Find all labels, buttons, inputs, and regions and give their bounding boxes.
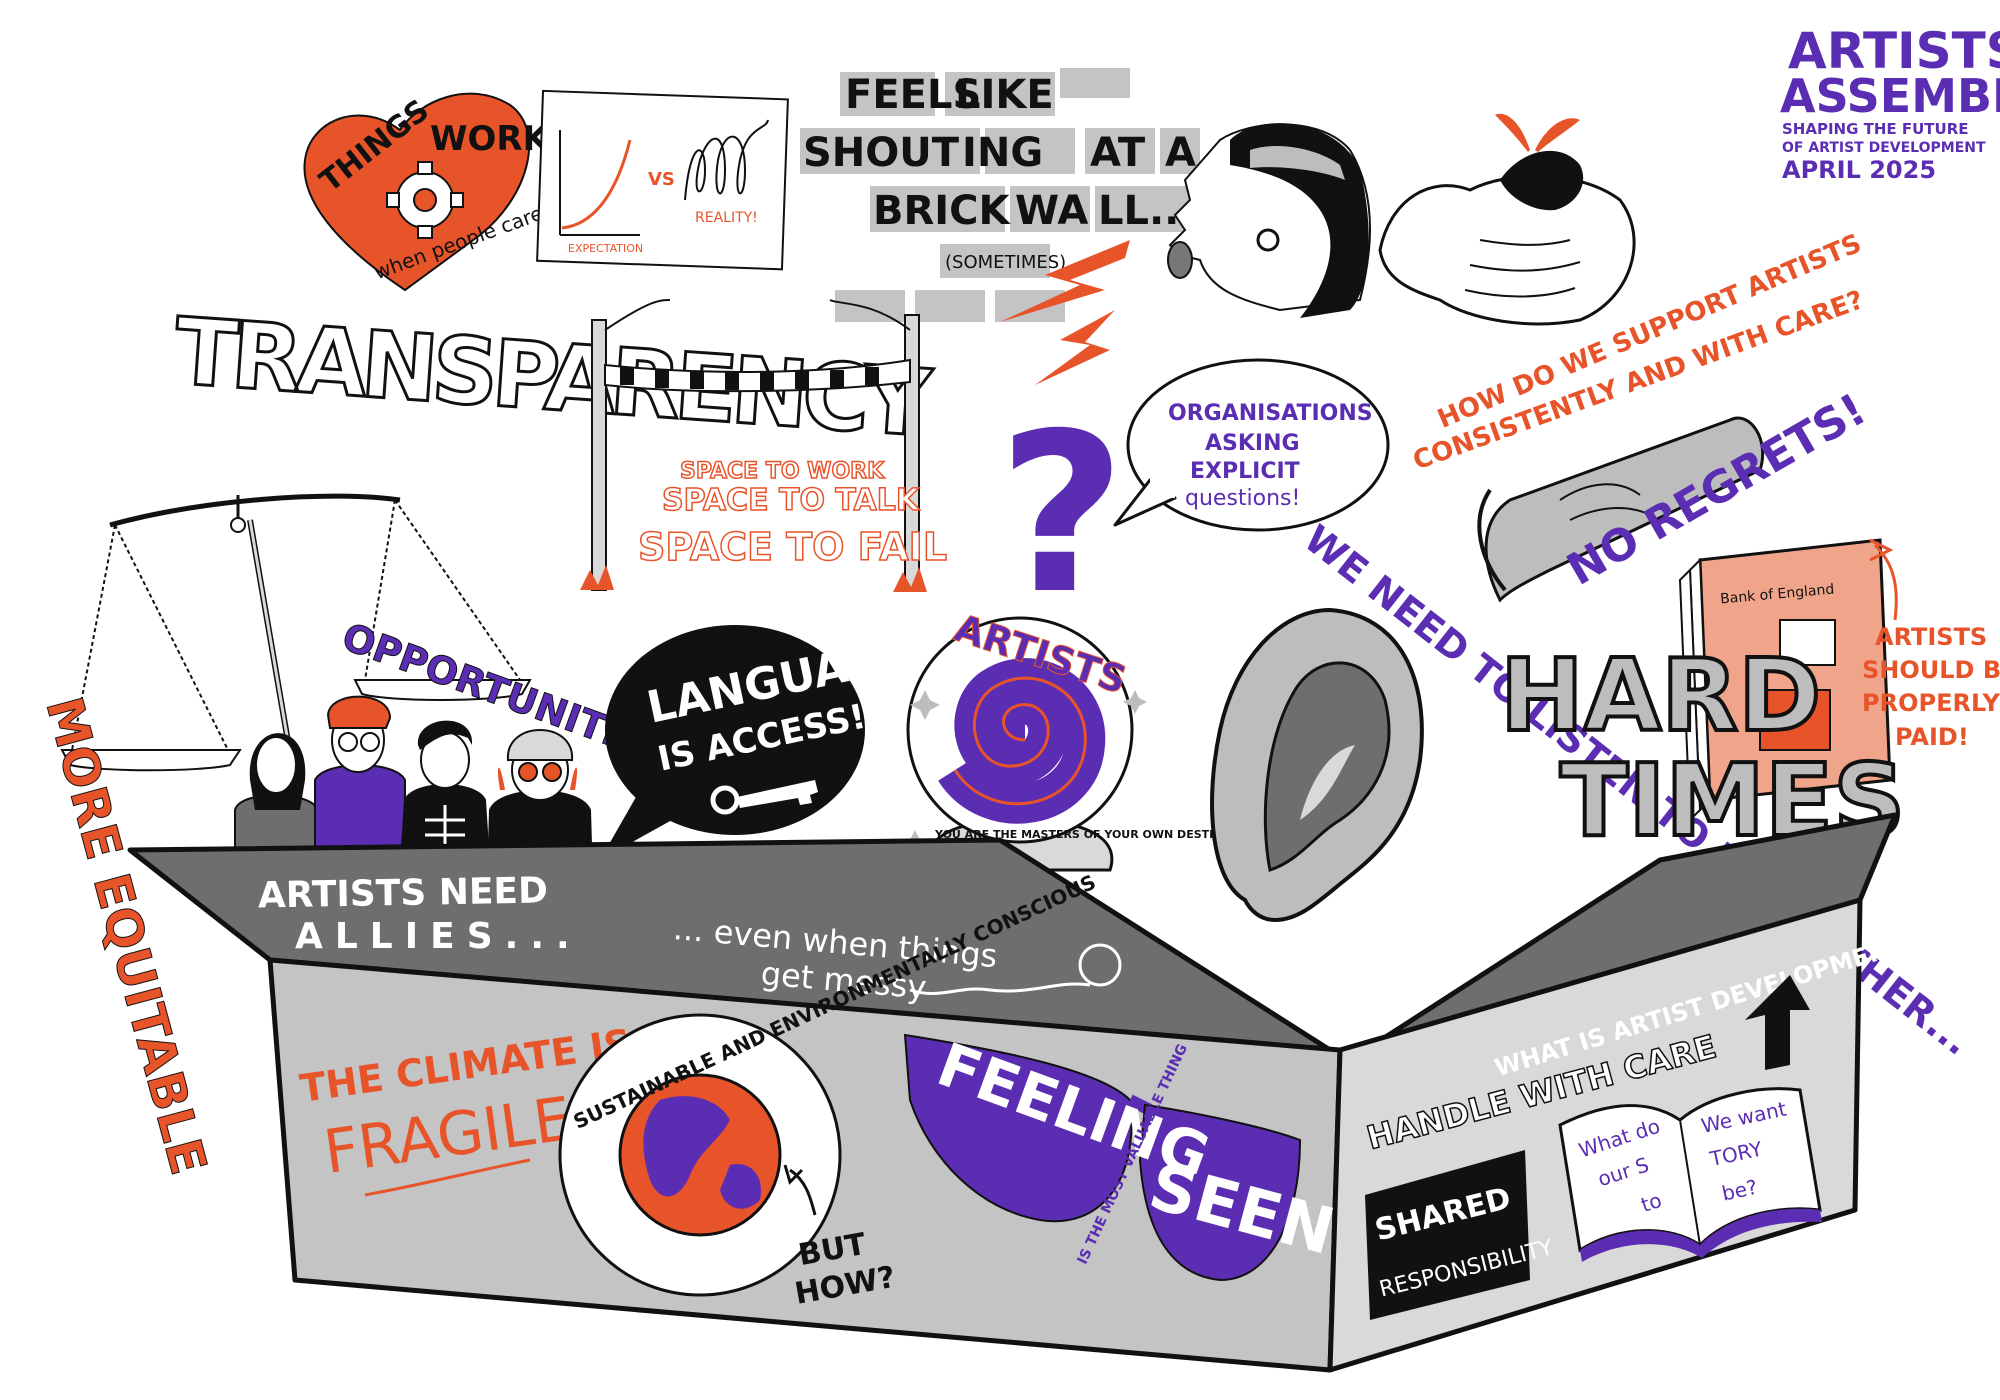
paid-line-2: SHOULD BE xyxy=(1862,656,2000,684)
open-book: What do our S to We want TORY be? xyxy=(1558,1087,1822,1262)
paid-line-4: PAID! xyxy=(1895,723,1969,751)
organisations-speech-bubble: ORGANISATIONS ASKING EXPLICIT questions! xyxy=(1113,358,1390,532)
climate-underline xyxy=(364,1158,531,1197)
cardboard-box: ARTISTS NEED ALLIES... ... even when thi… xyxy=(127,812,1921,1373)
gear-icon xyxy=(386,161,464,239)
reality-spiral xyxy=(684,119,769,201)
key-icon xyxy=(710,780,818,815)
wall-word-7: BRICK xyxy=(873,188,1012,234)
expectation-vs-reality-graph: VS EXPECTATION REALITY! xyxy=(536,89,789,271)
org-line-3: EXPLICIT xyxy=(1190,459,1300,484)
wall-word-2: LIKE xyxy=(955,72,1054,118)
wall-aside: (SOMETIMES) xyxy=(945,252,1066,273)
subtitle-line-2: OF ARTIST DEVELOPMENT xyxy=(1782,140,1986,156)
mouth xyxy=(1167,241,1193,279)
org-line-4: questions! xyxy=(1185,486,1300,511)
right-lens xyxy=(1138,1103,1302,1282)
heart-line-2: WORK xyxy=(430,119,551,159)
crystal-ball: ARTISTS YOU ARE THE MASTERS OF YOUR OWN … xyxy=(903,605,1241,872)
brick-wall: FEELS LIKE SHOUT ING AT A BRICK WA LL...… xyxy=(800,68,1205,385)
paid-line-1: ARTISTS xyxy=(1875,623,1987,651)
graph-vs: VS xyxy=(648,169,675,190)
supporting-hands xyxy=(1378,113,1636,326)
shouting-person xyxy=(1167,123,1371,318)
tangled-thread xyxy=(909,982,1091,995)
banknote-stack: Bank of England xyxy=(1678,538,1892,823)
event-date: APRIL 2025 xyxy=(1782,156,1936,184)
allies-line-2: ALLIES... xyxy=(295,916,582,957)
graph-right-label: REALITY! xyxy=(695,210,758,226)
expectation-curve xyxy=(561,139,632,230)
artists-paid: ARTISTS SHOULD BE PROPERLY PAID! xyxy=(1862,538,2000,751)
seedling-soil xyxy=(1500,150,1584,211)
space-line-3: SPACE TO FAIL xyxy=(638,525,947,569)
subtitle-line-1: SHAPING THE FUTURE xyxy=(1782,120,1969,138)
org-line-2: ASKING xyxy=(1205,431,1300,456)
question-mark: ? xyxy=(998,386,1126,642)
up-arrow-icon xyxy=(1745,975,1810,1070)
org-line-1: ORGANISATIONS xyxy=(1168,401,1373,426)
language-speech-bubble: LANGUAGE IS ACCESS! xyxy=(600,625,917,860)
earring xyxy=(1256,228,1280,252)
yarn-ball-icon xyxy=(1078,943,1122,987)
left-lens xyxy=(903,1033,1133,1223)
wall-word-3: SHOUT xyxy=(803,130,960,176)
wall-word-5: AT xyxy=(1090,130,1146,176)
space-line-2: SPACE TO TALK xyxy=(662,483,921,518)
title-line-1: ARTISTS xyxy=(1788,22,2000,80)
graph-left-label: EXPECTATION xyxy=(568,242,643,255)
hard-times-line-1: HARD xyxy=(1500,637,1821,754)
lightning-icon xyxy=(1000,240,1130,385)
ball-spiral-text: YOU ARE THE MASTERS OF YOUR OWN DESTINY.… xyxy=(934,828,1241,841)
space-line-1: SPACE TO WORK xyxy=(680,459,885,484)
wall-word-4: ING xyxy=(962,130,1043,176)
paid-line-3: PROPERLY xyxy=(1862,689,2000,717)
allies-line-1: ARTISTS NEED xyxy=(258,870,549,916)
title-line-2: ASSEMBLY: xyxy=(1780,69,2000,123)
wall-word-6: A xyxy=(1165,130,1196,176)
event-title: ARTISTS ASSEMBLY: SHAPING THE FUTURE OF … xyxy=(1780,22,2000,184)
wall-word-1: FEELS xyxy=(845,72,981,118)
heart-things-work: THINGS WORK when people care xyxy=(303,92,551,292)
wall-word-8: WA xyxy=(1015,188,1088,234)
caution-tape-frame: SPACE TO WORK SPACE TO TALK SPACE TO FAI… xyxy=(580,299,948,592)
shared-responsibility-badge: SHARED RESPONSIBILITY xyxy=(1365,1150,1556,1320)
